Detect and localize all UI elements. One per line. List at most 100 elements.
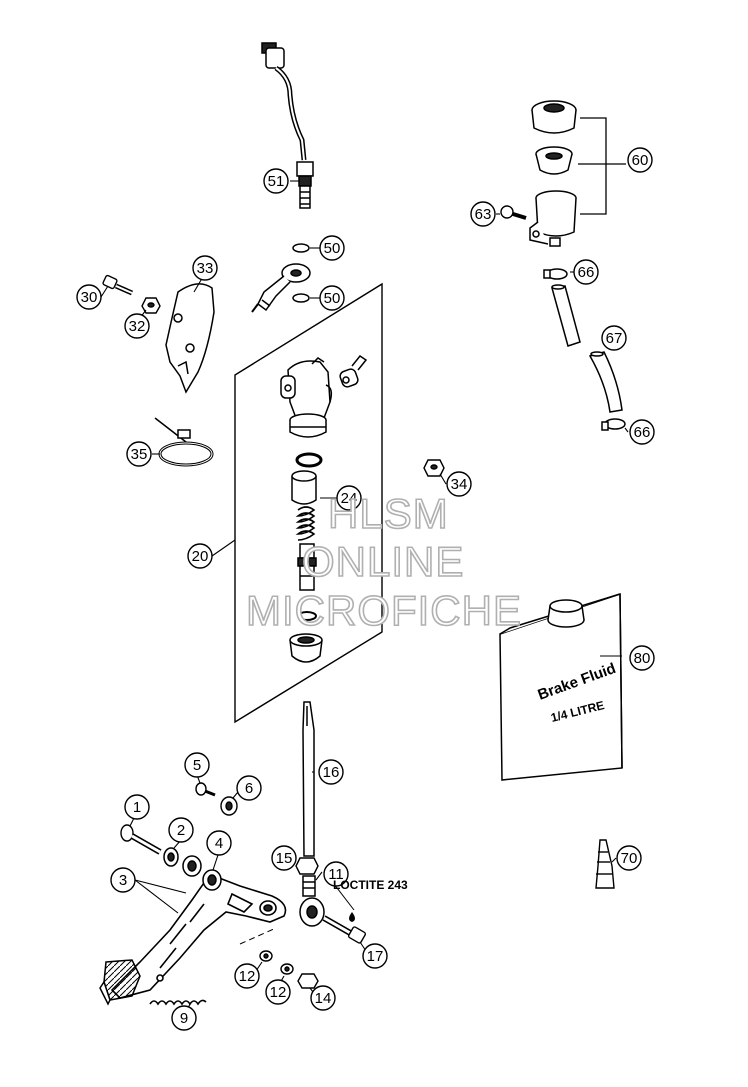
callout-circle <box>187 543 213 569</box>
callout-circle <box>124 794 150 820</box>
callout-number: 11 <box>328 866 344 883</box>
callout-circle <box>319 235 345 261</box>
callout-circle <box>124 313 150 339</box>
callout-number: 9 <box>180 1010 188 1027</box>
callout-number: 67 <box>606 330 623 347</box>
reservoir-body <box>529 190 577 247</box>
brake-light-switch <box>261 42 314 209</box>
nut-34 <box>423 459 445 477</box>
brake-fluid-container <box>499 592 623 781</box>
return-spring <box>149 999 207 1006</box>
bolt-17 <box>322 915 367 944</box>
loctite-leader <box>333 883 355 911</box>
pivot-axis-line <box>239 927 277 945</box>
callout-number: 32 <box>129 318 146 335</box>
callout-number: 63 <box>475 206 492 223</box>
callout-number: 3 <box>119 872 127 889</box>
screw-5 <box>195 782 216 797</box>
callout-circle <box>192 255 218 281</box>
callout-circle <box>616 845 642 871</box>
master-cylinder-body <box>280 357 333 438</box>
callout-circle <box>110 867 136 893</box>
callout-number: 4 <box>215 835 223 852</box>
washer-2 <box>163 847 179 867</box>
dust-boot <box>289 633 323 663</box>
callout-number: 6 <box>245 780 253 797</box>
callout-circle <box>573 259 599 285</box>
callout-circle <box>265 979 291 1005</box>
callout-circle <box>601 325 627 351</box>
reservoir-cap <box>531 100 577 134</box>
callout-number: 50 <box>324 290 341 307</box>
circlip <box>297 611 317 621</box>
kit-outline-box <box>234 282 383 724</box>
hose-clamp-lower <box>601 418 626 431</box>
callout-circle <box>171 1005 197 1031</box>
callout-number: 17 <box>367 948 384 965</box>
callout-number: 51 <box>268 173 285 190</box>
reservoir-bracket-line <box>578 117 626 215</box>
callout-number: 12 <box>270 984 287 1001</box>
hose-clamp-upper <box>543 268 568 280</box>
watermark-line-2: ONLINE <box>302 538 464 585</box>
pivot-bolt <box>120 824 162 855</box>
loctite-label: LOCTITE 243 <box>333 878 408 892</box>
callout-number: 33 <box>197 260 214 277</box>
callout-number: 24 <box>341 490 358 507</box>
callout-circle <box>126 441 152 467</box>
banjo-bolt <box>251 243 311 313</box>
callout-number: 5 <box>193 757 201 774</box>
locknut-15 <box>295 857 319 875</box>
callout-circle <box>336 485 362 511</box>
callout-number: 66 <box>634 424 651 441</box>
bearing-lower <box>202 869 222 891</box>
callout-number: 70 <box>621 850 638 867</box>
screw-63 <box>500 205 527 220</box>
callout-circle <box>236 775 262 801</box>
pedal-tip <box>99 959 141 1006</box>
callout-circle <box>629 645 655 671</box>
callout-circle <box>263 168 289 194</box>
piston <box>297 543 317 591</box>
o-ring <box>295 452 323 468</box>
callout-circle <box>362 943 388 969</box>
cable-tie <box>154 417 214 467</box>
callout-number: 35 <box>131 446 148 463</box>
callout-circle <box>76 284 102 310</box>
callout-number: 20 <box>192 548 209 565</box>
callout-circle <box>446 471 472 497</box>
callout-circle <box>627 147 653 173</box>
bearing-upper <box>182 855 202 877</box>
threadlock-tube <box>595 839 615 889</box>
nut-32 <box>141 297 161 314</box>
callout-number: 1 <box>133 799 141 816</box>
watermark-line-1: HLSM <box>328 490 449 537</box>
loctite-drop <box>349 912 355 922</box>
bolt-30 <box>102 274 134 296</box>
cylinder-guard <box>165 283 215 394</box>
callout-number: 16 <box>323 764 340 781</box>
watermark-line-3: MICROFICHE <box>246 587 522 634</box>
push-rod <box>302 701 315 857</box>
callout-number: 2 <box>177 822 185 839</box>
piston-spring <box>295 506 316 541</box>
nut-14 <box>297 973 319 989</box>
callout-number: 34 <box>451 476 468 493</box>
callout-circle <box>310 985 336 1011</box>
callout-circle <box>629 419 655 445</box>
callout-number: 15 <box>276 850 293 867</box>
spacer-6 <box>220 796 238 816</box>
washer-12a <box>259 950 273 962</box>
callout-number: 50 <box>324 240 341 257</box>
hose-fitting <box>339 354 368 388</box>
callout-number: 30 <box>81 289 98 306</box>
callout-circle <box>184 752 210 778</box>
callout-circle <box>234 963 260 989</box>
callout-circle <box>323 861 349 887</box>
callout-number: 80 <box>634 650 651 667</box>
callout-circle <box>318 759 344 785</box>
callout-number: 66 <box>578 264 595 281</box>
reservoir-hose <box>551 284 623 413</box>
callout-number: 14 <box>315 990 332 1007</box>
